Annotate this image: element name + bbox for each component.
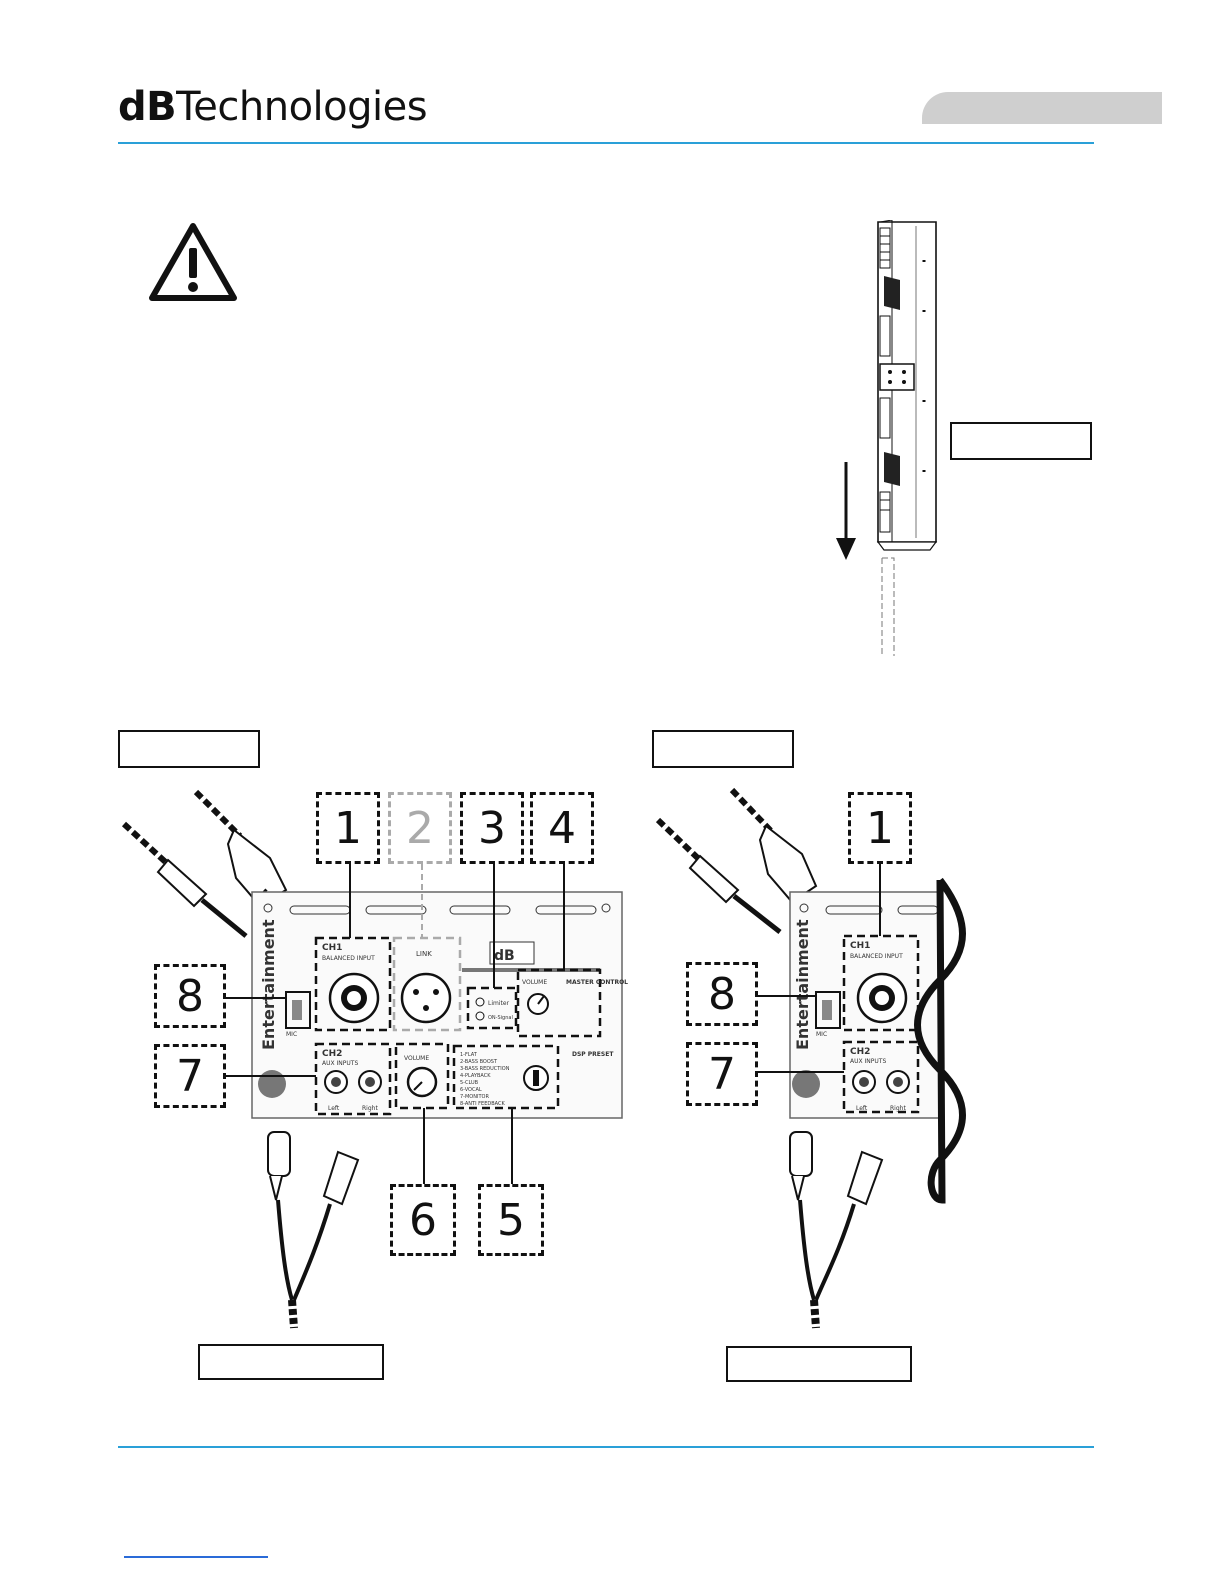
panel-a-ch2-sub: AUX INPUTS (322, 1060, 358, 1067)
callout-b-7: 7 (686, 1042, 758, 1106)
panel-b-ch2-title: CH2 (850, 1047, 870, 1057)
callout-a-7: 7 (154, 1044, 226, 1108)
panel-a-master-label: MASTER CONTROL (566, 979, 628, 986)
panel-b-ch1-title: CH1 (850, 941, 870, 951)
panel-a-diagram: Entertainment CH1 BALANCED INPUT MIC LIN… (121, 789, 628, 1329)
label-box-cable-a (198, 1344, 384, 1380)
panel-a-mic-label: MIC (286, 1031, 297, 1038)
panel-a-preset-1: 1-FLAT (460, 1052, 478, 1058)
panel-a-preset-3: 3-BASS REDUCTION (460, 1066, 510, 1072)
panel-a-dsp-label: DSP PRESET (572, 1051, 614, 1058)
plug-jack-a (121, 821, 248, 938)
callout-b-8: 8 (686, 962, 758, 1026)
panel-b-mic-label: MIC (816, 1031, 827, 1038)
brand-logo-bold: dB (118, 84, 177, 130)
panel-a-right-label: Right (362, 1105, 378, 1112)
panel-a-volume-label: VOLUME (522, 979, 547, 986)
callout-a-5: 5 (478, 1184, 544, 1256)
panel-b-ch1-sub: BALANCED INPUT (850, 953, 903, 960)
panel-b-left-label: Left (856, 1105, 868, 1112)
label-box-cable-b (726, 1346, 912, 1382)
callout-a-4: 4 (530, 792, 594, 864)
panel-a-ch2-title: CH2 (322, 1049, 342, 1059)
callout-a-3: 3 (460, 792, 524, 864)
brand-logo: dBTechnologies (118, 84, 428, 130)
callout-b-1: 1 (848, 792, 912, 864)
panel-b-right-label: Right (890, 1105, 906, 1112)
panel-a-ch1-title: CH1 (322, 943, 342, 953)
brand-logo-text: Technologies (176, 84, 428, 130)
panel-a-preset-5: 5-CLUB (460, 1080, 479, 1086)
callout-a-2: 2 (388, 792, 452, 864)
warning-triangle-icon (149, 223, 237, 301)
speaker-column (876, 220, 938, 656)
panel-a-preset-2: 2-BASS BOOST (460, 1059, 498, 1065)
footer-rule (118, 1446, 1094, 1448)
label-box-panel-b (652, 730, 794, 768)
panel-a-preset-6: 6-VOCAL (460, 1087, 482, 1093)
panel-a-preset-4: 4-PLAYBACK (460, 1073, 491, 1079)
panel-a-left-label: Left (328, 1105, 340, 1112)
svg-text:dB: dB (494, 948, 515, 964)
label-box-speaker (950, 422, 1092, 460)
callout-a-1: 1 (316, 792, 380, 864)
panel-b-diagram: Entertainment CH1 BALANCED INPUT MIC CH2… (655, 787, 966, 1329)
footer-link-underline[interactable] (124, 1556, 268, 1558)
plug-jack-b (655, 817, 782, 934)
panel-a-preset-7: 7-MONITOR (460, 1094, 489, 1100)
header-rule (118, 142, 1094, 144)
panel-a-signal-label: ON-Signal (488, 1015, 513, 1021)
callout-a-8: 8 (154, 964, 226, 1028)
panel-a-aux-volume-label: VOLUME (404, 1055, 429, 1062)
down-arrow-icon (836, 462, 856, 560)
header-tab (922, 92, 1162, 124)
panel-a-preset-8: 8-ANTI FEEDBACK (460, 1101, 505, 1107)
panel-a-link-label: LINK (416, 950, 432, 958)
panel-b-ch2-sub: AUX INPUTS (850, 1058, 886, 1065)
svg-text:Entertainment: Entertainment (793, 919, 812, 1050)
plug-xlr-b (729, 787, 818, 904)
label-box-panel-a (118, 730, 260, 768)
panel-a-brand-word: Entertainment (259, 919, 278, 1050)
callout-a-6: 6 (390, 1184, 456, 1256)
rca-y-cable-b (789, 1131, 884, 1329)
rca-y-cable-a (267, 1131, 360, 1329)
panel-a-ch1-sub: BALANCED INPUT (322, 955, 375, 962)
panel-a-limiter-label: Limiter (488, 1000, 510, 1007)
